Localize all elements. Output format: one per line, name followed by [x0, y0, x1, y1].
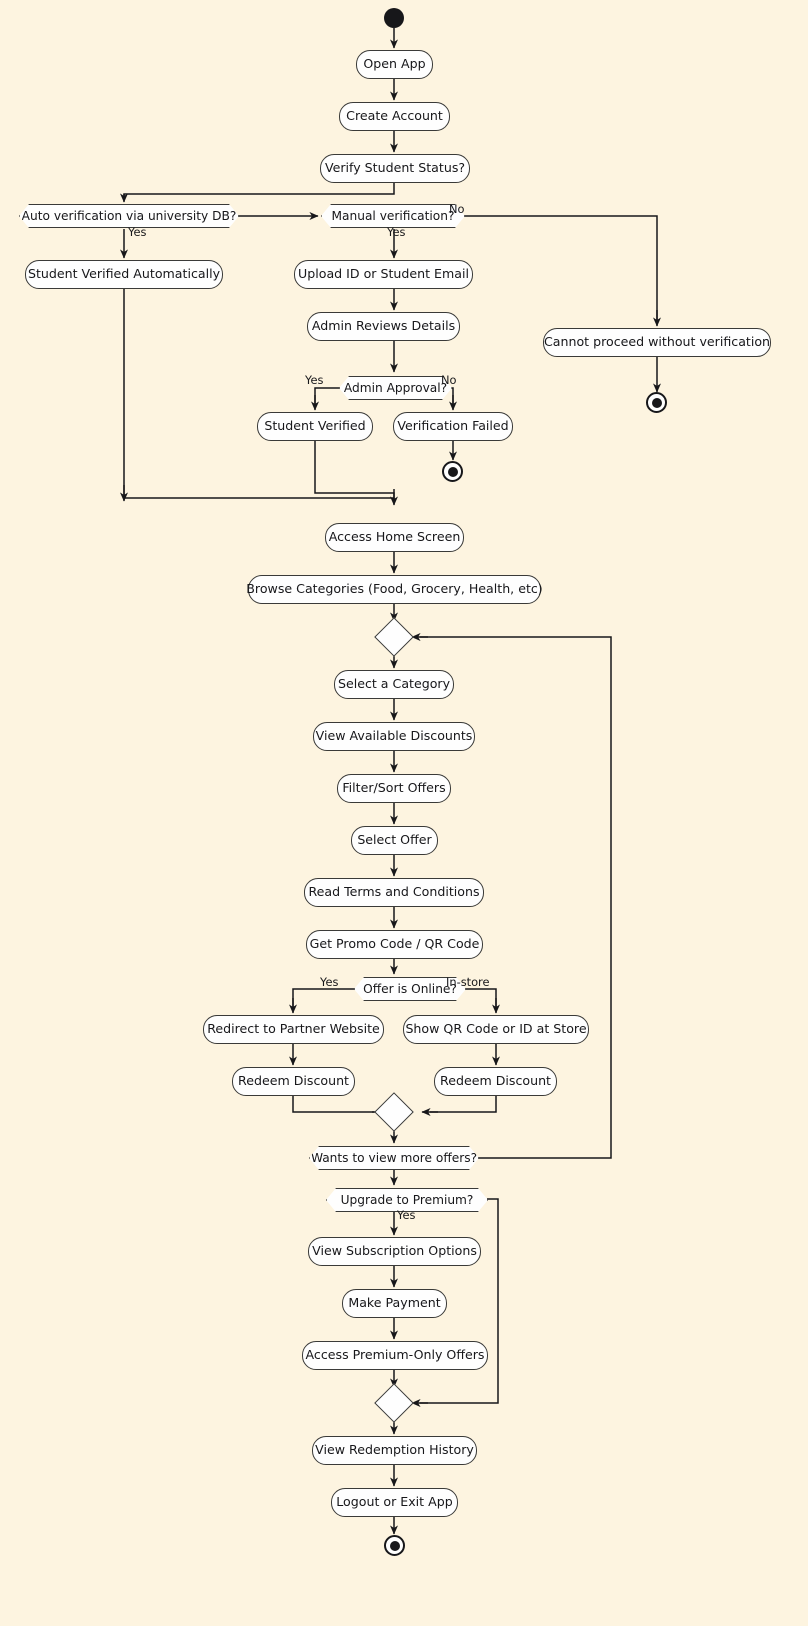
activity-redeem-discount-store[interactable]: Redeem Discount — [434, 1067, 557, 1096]
merge-diamond-redeem — [374, 1092, 414, 1132]
activity-read-terms[interactable]: Read Terms and Conditions — [304, 878, 484, 907]
activity-student-verified[interactable]: Student Verified — [257, 412, 373, 441]
decision-admin-approval[interactable]: Admin Approval? — [339, 376, 452, 400]
activity-redirect-partner-website[interactable]: Redirect to Partner Website — [203, 1015, 384, 1044]
activity-filter-sort-offers[interactable]: Filter/Sort Offers — [337, 774, 451, 803]
activity-view-available-discounts[interactable]: View Available Discounts — [313, 722, 475, 751]
activity-logout-exit-app[interactable]: Logout or Exit App — [331, 1488, 458, 1517]
activity-access-premium-offers[interactable]: Access Premium-Only Offers — [302, 1341, 488, 1370]
activity-redeem-discount-online[interactable]: Redeem Discount — [232, 1067, 355, 1096]
activity-browse-categories[interactable]: Browse Categories (Food, Grocery, Health… — [246, 575, 543, 604]
edge-label-auto-verification-yes: Yes — [128, 225, 147, 239]
activity-make-payment[interactable]: Make Payment — [342, 1289, 447, 1318]
activity-verification-failed[interactable]: Verification Failed — [393, 412, 513, 441]
activity-verify-student-status[interactable]: Verify Student Status? — [320, 154, 470, 183]
activity-view-redemption-history[interactable]: View Redemption History — [312, 1436, 477, 1465]
activity-student-verified-automatically[interactable]: Student Verified Automatically — [25, 260, 223, 289]
end-node-cannot-proceed — [646, 392, 667, 413]
decision-upgrade-to-premium[interactable]: Upgrade to Premium? — [326, 1188, 488, 1212]
decision-auto-verification[interactable]: Auto verification via university DB? — [19, 204, 239, 228]
edge-label-offer-online-instore: In-store — [446, 975, 490, 989]
decision-wants-more-offers[interactable]: Wants to view more offers? — [309, 1146, 479, 1170]
edge-label-manual-verification-no: No — [449, 202, 465, 216]
activity-cannot-proceed[interactable]: Cannot proceed without verification — [543, 328, 771, 357]
activity-view-subscription-options[interactable]: View Subscription Options — [308, 1237, 481, 1266]
activity-get-promo-code[interactable]: Get Promo Code / QR Code — [306, 930, 483, 959]
start-node — [384, 8, 404, 28]
activity-admin-reviews-details[interactable]: Admin Reviews Details — [307, 312, 460, 341]
activity-open-app[interactable]: Open App — [356, 50, 433, 79]
activity-create-account[interactable]: Create Account — [339, 102, 450, 131]
end-node-verification-failed — [442, 461, 463, 482]
activity-select-category[interactable]: Select a Category — [334, 670, 454, 699]
merge-diamond-premium — [374, 1383, 414, 1423]
edge-label-upgrade-premium-yes: Yes — [397, 1208, 416, 1222]
end-node-final — [384, 1535, 405, 1556]
activity-select-offer[interactable]: Select Offer — [351, 826, 438, 855]
decision-offer-is-online[interactable]: Offer is Online? — [354, 977, 466, 1001]
edge-label-admin-approval-yes: Yes — [305, 373, 324, 387]
edge-label-manual-verification-yes: Yes — [387, 225, 406, 239]
decision-manual-verification[interactable]: Manual verification? — [321, 204, 465, 228]
activity-access-home-screen[interactable]: Access Home Screen — [325, 523, 464, 552]
edge-label-admin-approval-no: No — [441, 373, 457, 387]
activity-upload-id[interactable]: Upload ID or Student Email — [294, 260, 473, 289]
edge-label-offer-online-yes: Yes — [320, 975, 339, 989]
merge-diamond-browse-loop — [374, 617, 414, 657]
activity-show-qr-code-at-store[interactable]: Show QR Code or ID at Store — [403, 1015, 589, 1044]
